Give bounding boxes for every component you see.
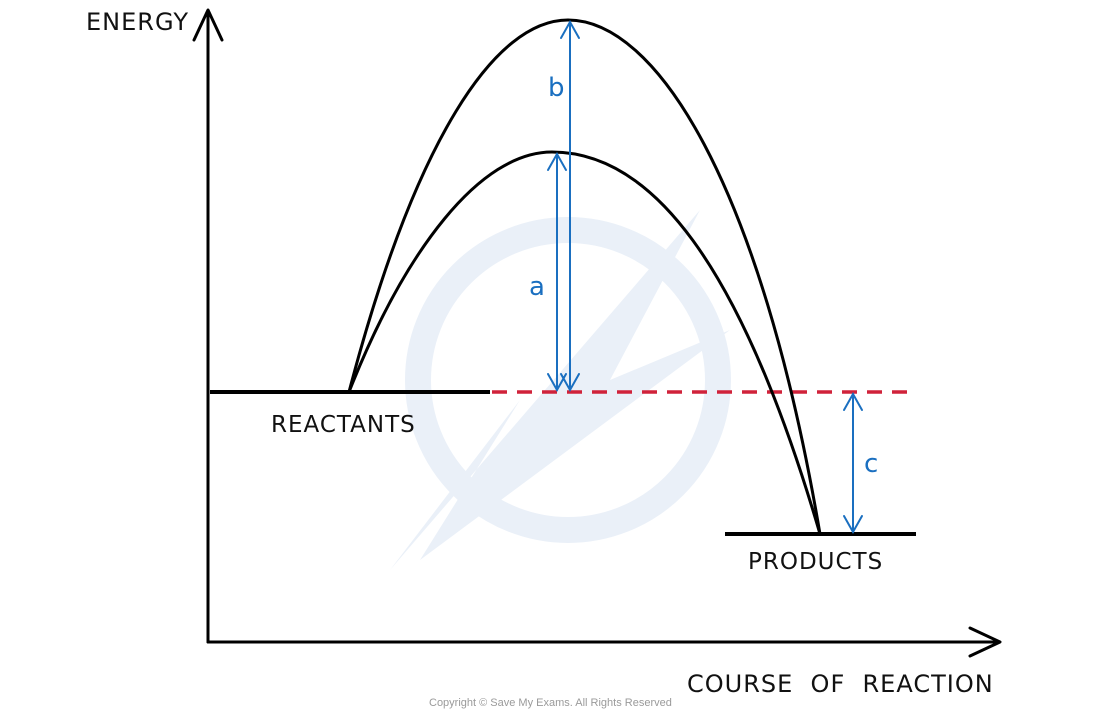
y-axis-label: ENERGY — [86, 8, 189, 36]
watermark-logo — [390, 210, 731, 570]
products-label: PRODUCTS — [748, 549, 883, 575]
x-axis — [206, 626, 1002, 658]
uncatalysed-curve — [347, 18, 822, 535]
copyright-text: Copyright © Save My Exams. All Rights Re… — [429, 697, 672, 709]
arrow-a-label: a — [529, 272, 545, 302]
y-axis — [192, 8, 224, 644]
arrow-c — [843, 391, 863, 535]
catalysed-curve — [347, 150, 822, 535]
arrow-c-label: c — [864, 449, 878, 479]
arrow-a — [547, 151, 567, 393]
x-axis-label: COURSE OF REACTION — [687, 670, 994, 698]
reactants-label: REACTANTS — [271, 412, 416, 438]
arrow-b-label: b — [548, 73, 565, 103]
